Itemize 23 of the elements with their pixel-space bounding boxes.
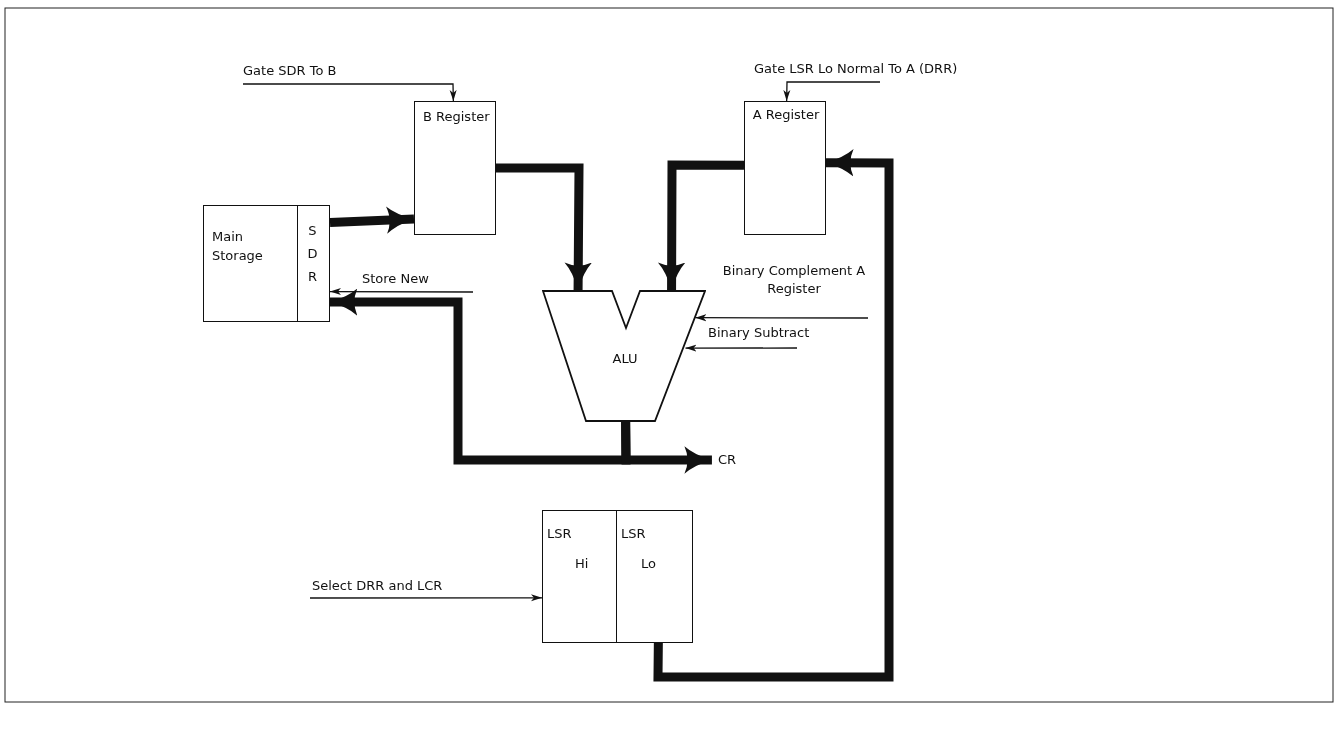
- signal-arrow: [684, 344, 798, 352]
- node-label: LSR: [547, 525, 573, 543]
- node-label: B Register: [423, 108, 491, 126]
- node-label: ALU: [611, 350, 639, 368]
- node-label: Main Storage: [212, 228, 264, 265]
- signal-arrow: [329, 288, 474, 296]
- register-box: [616, 510, 693, 643]
- register-box: [297, 205, 330, 322]
- node-label: Hi: [575, 555, 590, 573]
- signal-arrow: [309, 594, 543, 602]
- signal-arrow: [694, 314, 869, 322]
- node-label: Lo: [641, 555, 657, 573]
- node-label: LSR: [621, 525, 647, 543]
- register-box: [744, 101, 826, 235]
- node-label: A Register: [751, 106, 821, 124]
- node-label: CR: [718, 451, 738, 469]
- register-name: SDR: [306, 222, 319, 286]
- register-box: [414, 101, 496, 235]
- alu-shape: [542, 290, 706, 422]
- signal-arrow: [242, 83, 457, 102]
- register-box: [542, 510, 618, 643]
- register-box: [203, 205, 299, 322]
- signal-arrow: [783, 81, 881, 102]
